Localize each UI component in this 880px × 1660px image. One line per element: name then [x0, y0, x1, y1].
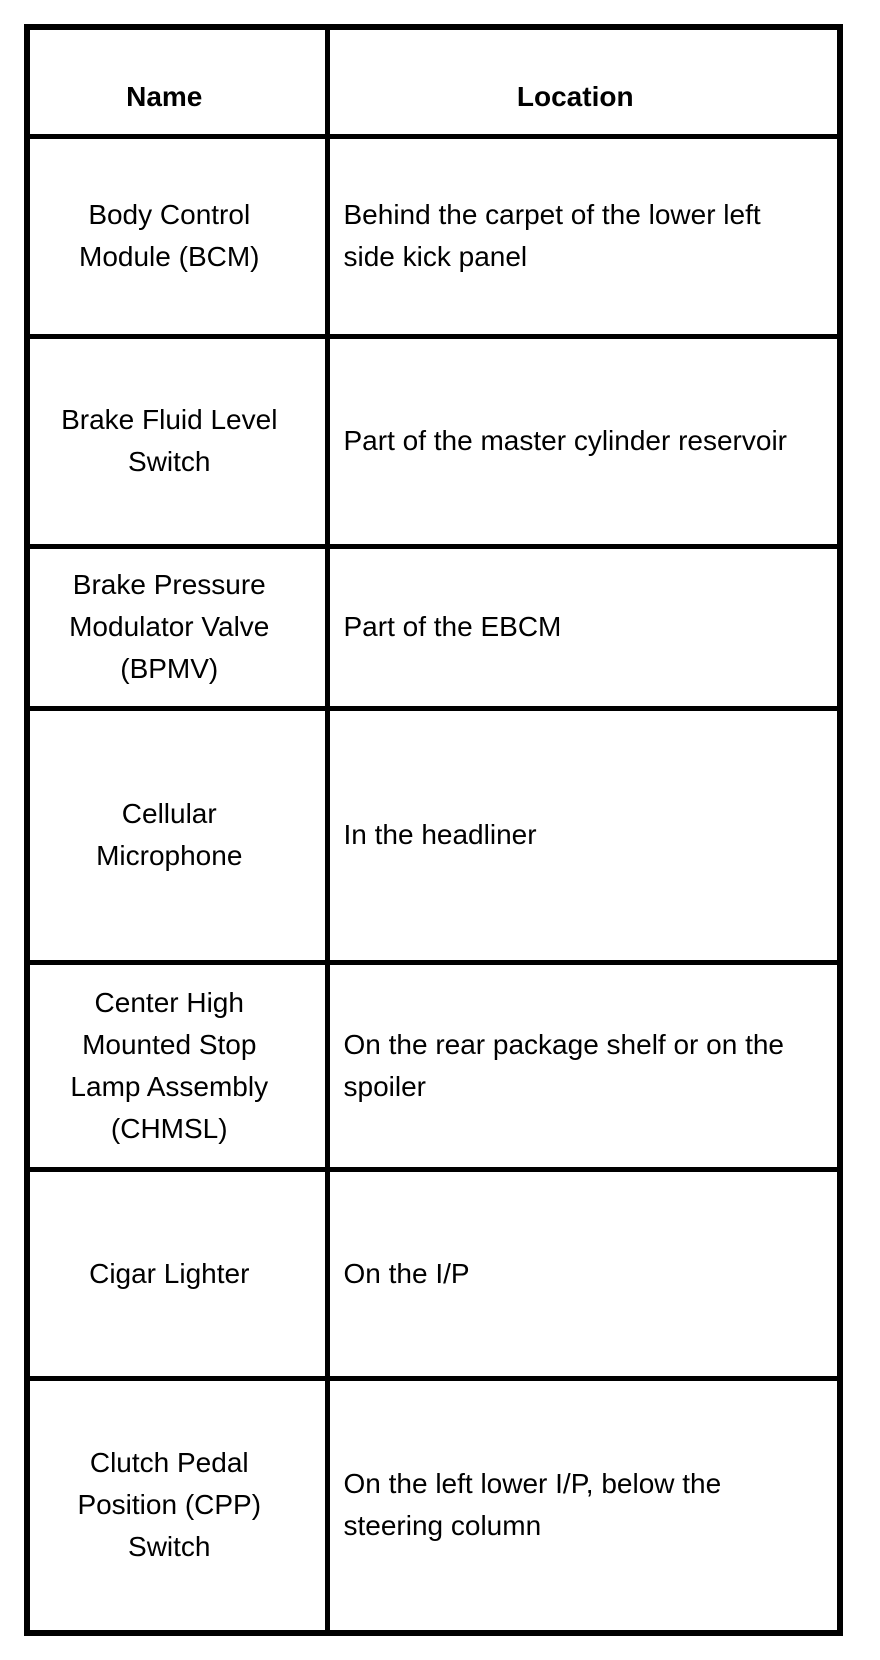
header-location: Location: [324, 24, 843, 139]
location-cell: On the rear package shelf or on the spoi…: [324, 959, 843, 1172]
location-cell: Part of the EBCM: [324, 543, 843, 711]
location-cell: Part of the master cylinder reservoir: [324, 333, 843, 549]
location-cell: Behind the carpet of the lower left side…: [324, 133, 843, 339]
name-cell: Cigar Lighter: [24, 1166, 330, 1381]
component-location-table: Name Location Body Control Module (BCM) …: [24, 24, 843, 1636]
name-cell: Cellular Microphone: [24, 705, 330, 965]
name-cell: Body Control Module (BCM): [24, 133, 330, 339]
table-row: Brake Fluid Level Switch Part of the mas…: [24, 333, 843, 549]
name-cell: Center High Mounted Stop Lamp Assembly (…: [24, 959, 330, 1172]
location-cell: On the I/P: [324, 1166, 843, 1381]
location-cell: In the headliner: [324, 705, 843, 965]
table-header-row: Name Location: [24, 24, 843, 139]
table-row: Cigar Lighter On the I/P: [24, 1166, 843, 1381]
table-row: Cellular Microphone In the headliner: [24, 705, 843, 965]
name-cell: Clutch Pedal Position (CPP) Switch: [24, 1375, 330, 1636]
table-row: Brake Pressure Modulator Valve (BPMV) Pa…: [24, 543, 843, 711]
header-name: Name: [24, 24, 330, 139]
name-cell: Brake Fluid Level Switch: [24, 333, 330, 549]
location-cell: On the left lower I/P, below the steerin…: [324, 1375, 843, 1636]
table-row: Clutch Pedal Position (CPP) Switch On th…: [24, 1375, 843, 1636]
name-cell: Brake Pressure Modulator Valve (BPMV): [24, 543, 330, 711]
table-row: Center High Mounted Stop Lamp Assembly (…: [24, 959, 843, 1172]
table-row: Body Control Module (BCM) Behind the car…: [24, 133, 843, 339]
